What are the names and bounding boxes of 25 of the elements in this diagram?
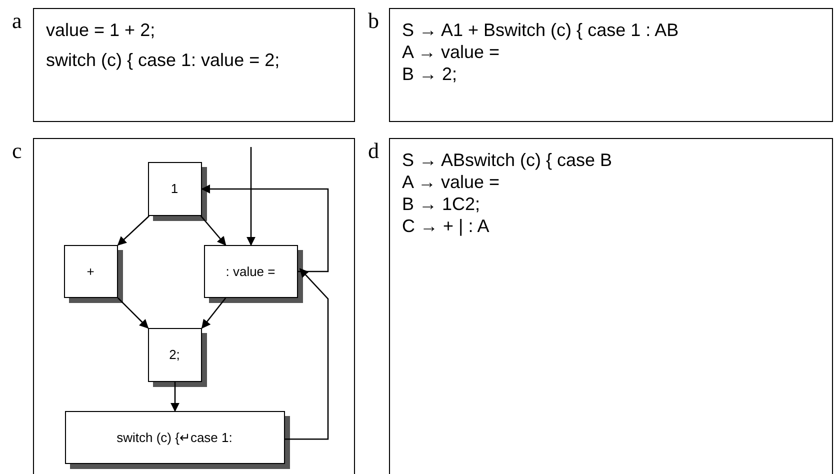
arrow	[200, 216, 226, 246]
grammar-rule: C → + | : A	[402, 215, 490, 237]
panel-letter: b	[368, 9, 379, 33]
arrow	[117, 216, 150, 246]
panel-letter: a	[12, 9, 22, 33]
grammar-rule: A → value =	[402, 41, 501, 63]
grammar-rule: B → 1C2;	[402, 193, 482, 215]
arrow	[170, 382, 180, 412]
grammar-rule: B → 2;	[402, 63, 458, 85]
grammar-rule: S → A1 + Bswitch (c) { case 1 : AB	[402, 19, 680, 41]
text-panel	[33, 8, 355, 122]
panel-letter: c	[12, 139, 22, 163]
arrow	[118, 298, 149, 329]
arrow	[201, 298, 226, 329]
text-panel	[389, 8, 833, 122]
text-panel	[389, 138, 833, 474]
panel-frame	[33, 138, 355, 474]
arrow	[201, 184, 329, 272]
grammar-rule: S → ABswitch (c) { case B	[402, 149, 614, 171]
arrow	[246, 147, 256, 246]
code-line: switch (c) { case 1: value = 2;	[46, 49, 281, 71]
code-line: value = 1 + 2;	[46, 19, 156, 41]
grammar-rule: A → value =	[402, 171, 501, 193]
panel-letter: d	[368, 139, 379, 163]
arrow	[285, 268, 329, 440]
